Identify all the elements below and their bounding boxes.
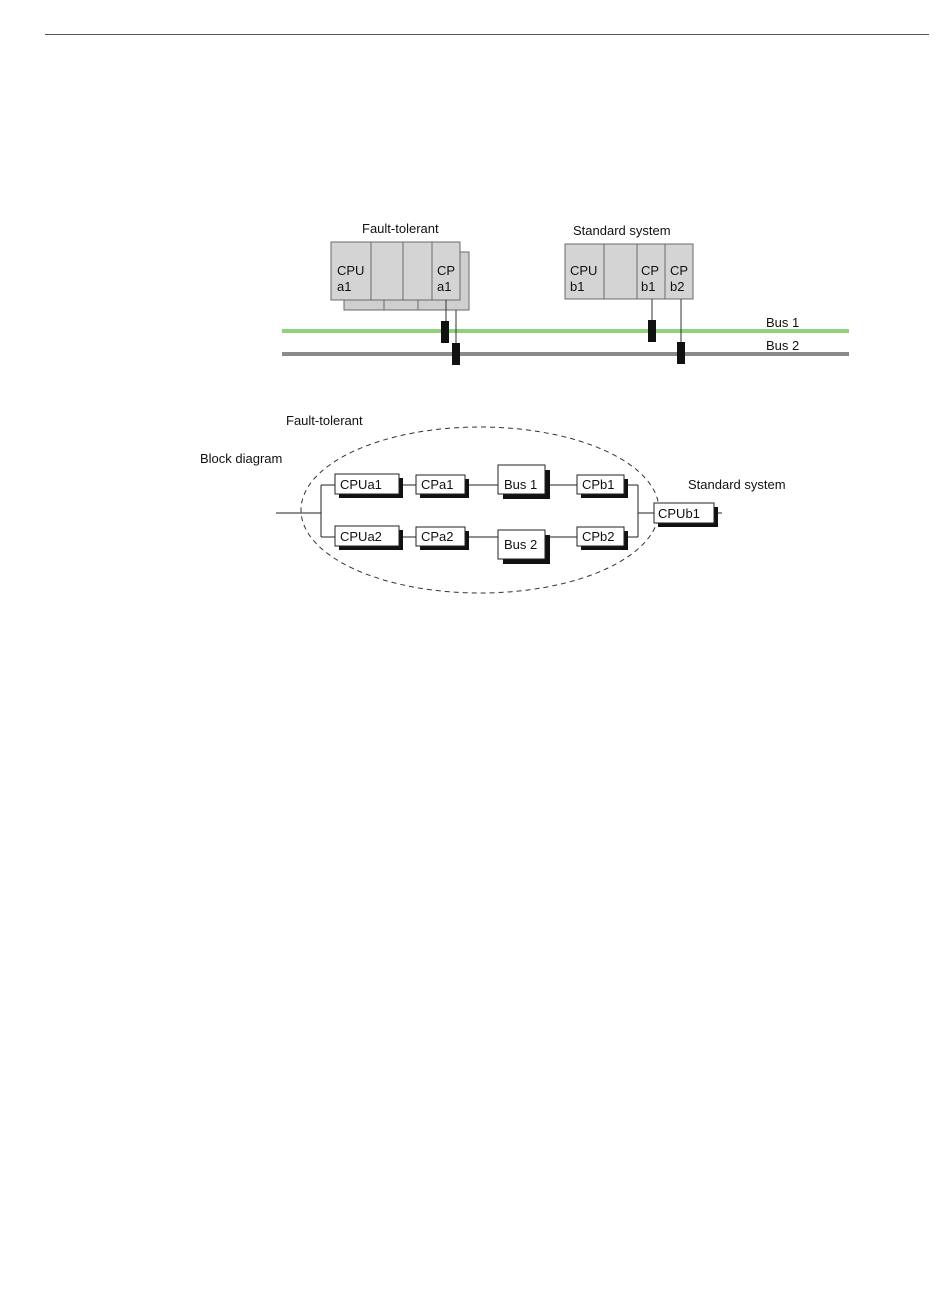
std-cp2-label-line2: b2 — [670, 279, 684, 294]
ft-bus1-connector — [441, 321, 449, 343]
std-cpu-label-line1: CPU — [570, 263, 597, 278]
bus2-label: Bus 2 — [766, 338, 799, 353]
block-bus1: Bus 1 — [498, 465, 550, 499]
block-standard-system-label: Standard system — [688, 477, 786, 492]
block-cpa2-label: CPa2 — [421, 529, 454, 544]
standard-system-rack: CPU b1 CP b1 CP b2 — [565, 244, 693, 299]
block-diagram-label: Block diagram — [200, 451, 282, 466]
bus1-label: Bus 1 — [766, 315, 799, 330]
block-fault-tolerant-label: Fault-tolerant — [286, 413, 363, 428]
ft-cpu-label-line2: a1 — [337, 279, 351, 294]
block-cpub1-label: CPUb1 — [658, 506, 700, 521]
block-bus2-label: Bus 2 — [504, 537, 537, 552]
fault-tolerant-boundary — [301, 427, 659, 593]
block-cpua1: CPUa1 — [335, 474, 403, 498]
std-cp2-label-line1: CP — [670, 263, 688, 278]
block-cpb2-label: CPb2 — [582, 529, 615, 544]
std-cpu-label-line2: b1 — [570, 279, 584, 294]
ft-cpu-label-line1: CPU — [337, 263, 364, 278]
standard-system-title: Standard system — [573, 223, 671, 238]
block-cpa1: CPa1 — [416, 475, 469, 498]
fault-tolerant-rack: CPU a1 CP a1 — [331, 242, 469, 310]
std-cp1-label-line1: CP — [641, 263, 659, 278]
block-cpub1: CPUb1 — [654, 503, 718, 527]
block-cpua2-label: CPUa2 — [340, 529, 382, 544]
block-cpua1-label: CPUa1 — [340, 477, 382, 492]
ft-bus2-connector — [452, 343, 460, 365]
block-bus1-label: Bus 1 — [504, 477, 537, 492]
block-cpa2: CPa2 — [416, 527, 469, 550]
block-diagram: Fault-tolerant Block diagram Standard sy… — [200, 413, 786, 593]
hardware-view: Fault-tolerant Standard system CPU a1 CP… — [282, 221, 849, 365]
block-cpa1-label: CPa1 — [421, 477, 454, 492]
ft-cp-label-line2: a1 — [437, 279, 451, 294]
fault-tolerant-title: Fault-tolerant — [362, 221, 439, 236]
block-bus2: Bus 2 — [498, 530, 550, 564]
std-bus2-connector — [677, 342, 685, 364]
block-cpb2: CPb2 — [577, 527, 628, 550]
block-cpua2: CPUa2 — [335, 526, 403, 550]
std-cp1-label-line2: b1 — [641, 279, 655, 294]
std-bus1-connector — [648, 320, 656, 342]
block-cpb1-label: CPb1 — [582, 477, 615, 492]
ft-cp-label-line1: CP — [437, 263, 455, 278]
block-cpb1: CPb1 — [577, 475, 628, 498]
